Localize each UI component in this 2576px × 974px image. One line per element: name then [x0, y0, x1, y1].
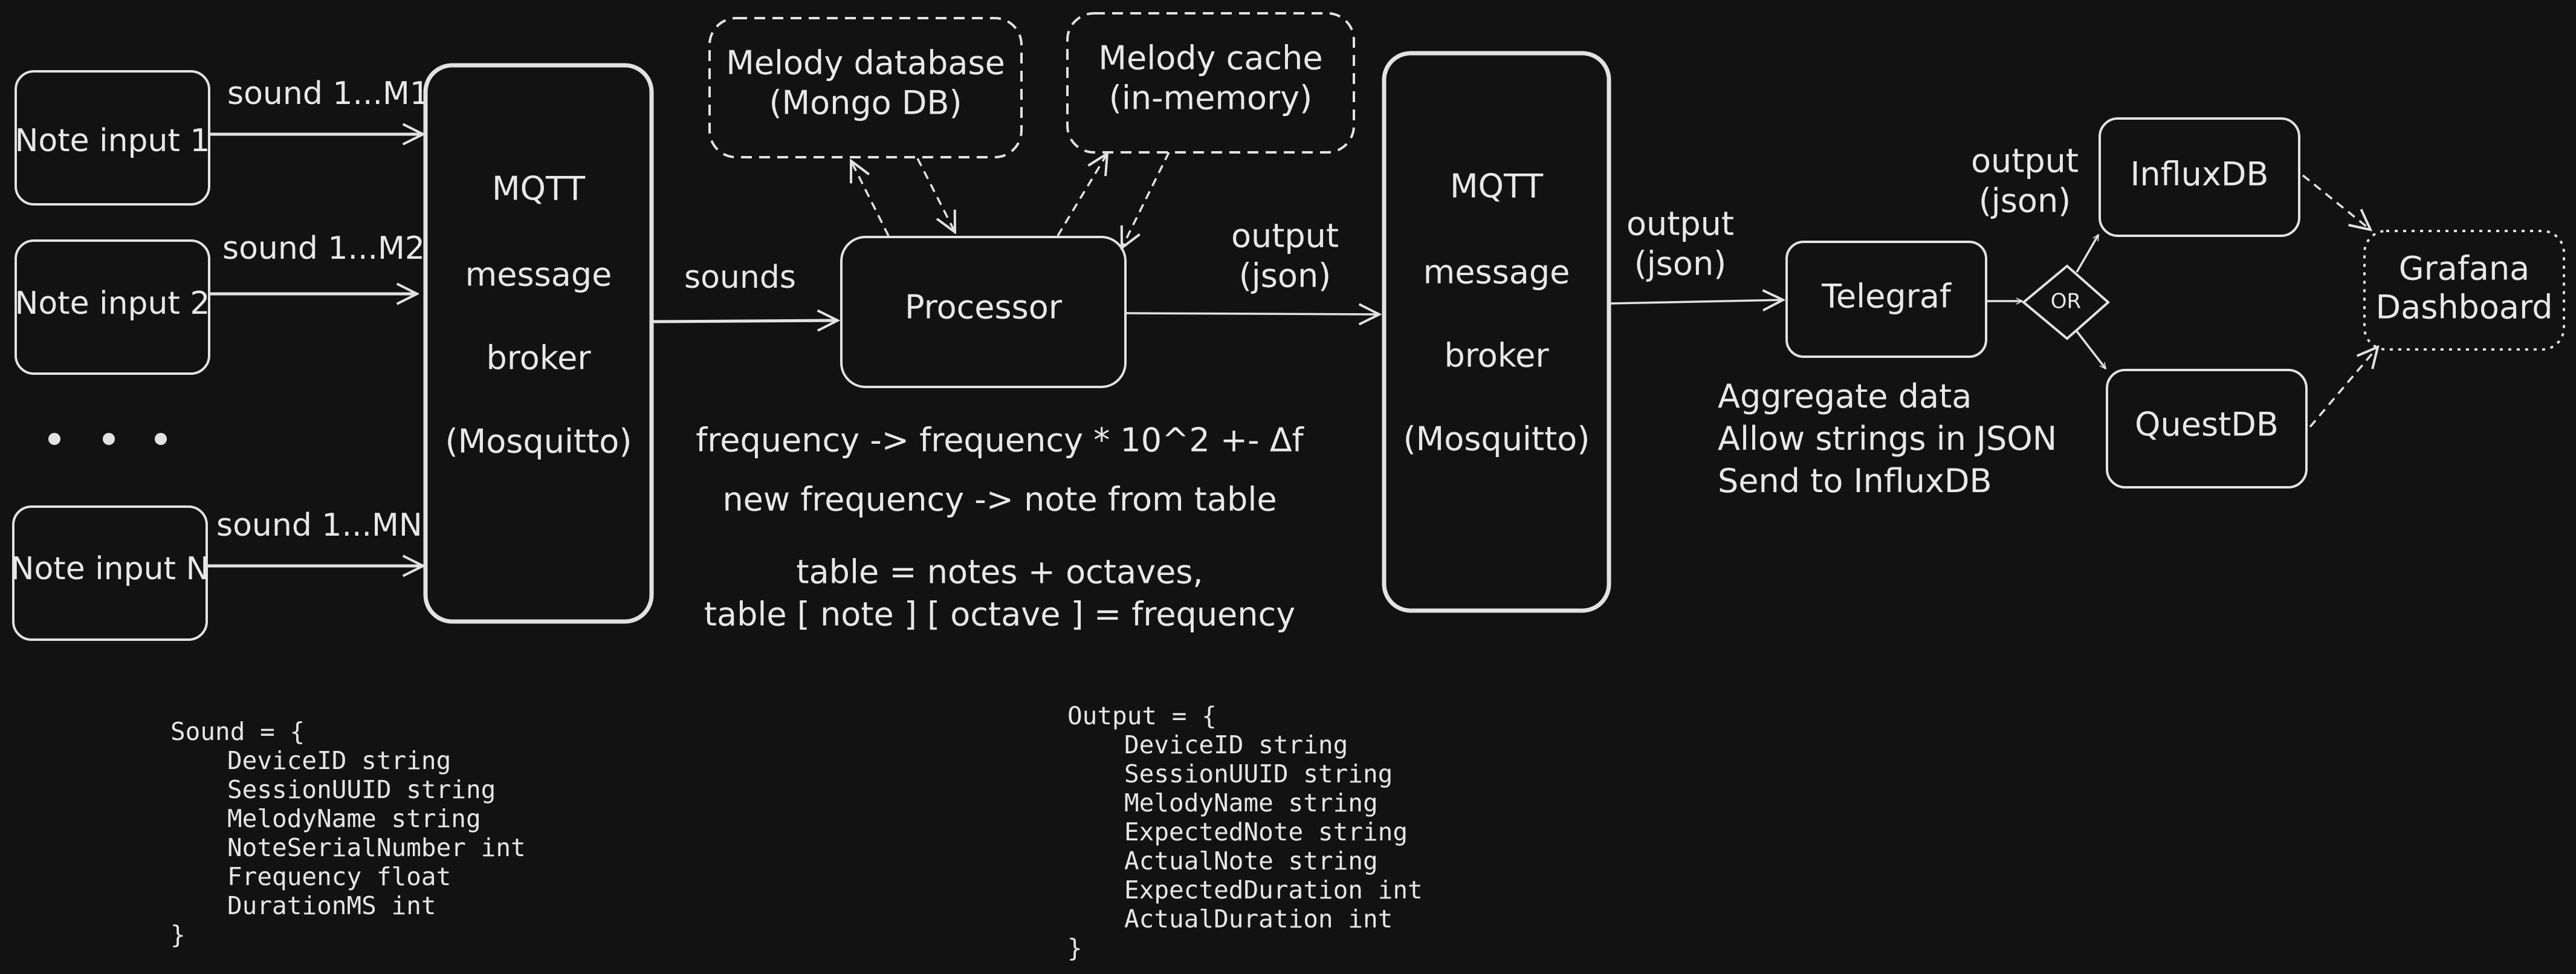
questdb-box [2106, 369, 2308, 489]
influxdb-box [2099, 117, 2300, 237]
output-field-melody-name: MelodyName string [1124, 788, 1378, 817]
mqtt-broker-left-line-1: MQTT [492, 170, 586, 208]
note-input-1-box [15, 70, 210, 206]
telegraf-note-2: Allow strings in JSON [1718, 420, 2057, 458]
processor-box [840, 236, 1127, 388]
mqtt-broker-right-line-2: message [1423, 253, 1570, 291]
processor-output-label-1: output [1231, 217, 1339, 255]
or-gate-diamond [2021, 264, 2111, 340]
arrow-processor-to-cache [1057, 154, 1107, 236]
mqtt-broker-left-line-2: message [465, 256, 612, 294]
processor-label: Processor [905, 288, 1063, 326]
melody-database-line-2: (Mongo DB) [769, 84, 962, 122]
arrow-processor-to-broker [1126, 313, 1379, 314]
arrow-input-1-label: sound 1...M1 [227, 76, 430, 112]
melody-cache-box [1066, 12, 1355, 154]
telegraf-box [1785, 241, 1987, 358]
output-field-session-uuid: SessionUUID string [1124, 759, 1393, 788]
output-struct-code: Output = { DeviceID string SessionUUID s… [1067, 701, 1423, 963]
telegraf-note-1: Aggregate data [1718, 377, 1972, 415]
output-struct-open: Output = { [1067, 701, 1217, 730]
mqtt-broker-right-line-4: (Mosquitto) [1403, 420, 1590, 458]
telegraf-label: Telegraf [1821, 278, 1952, 316]
melody-database-line-1: Melody database [726, 44, 1005, 82]
mqtt-broker-right-line-3: broker [1444, 337, 1549, 375]
arrow-input-n-label: sound 1...MN [216, 507, 422, 544]
note-input-2-box [15, 239, 210, 375]
sound-struct-open: Sound = { [170, 717, 305, 746]
output-field-actual-note: ActualNote string [1124, 846, 1378, 875]
sound-field-note-serial-number: NoteSerialNumber int [227, 833, 526, 862]
telegraf-input-label-2: (json) [1634, 245, 1727, 283]
mqtt-broker-left-line-3: broker [486, 339, 591, 377]
sound-struct-close: } [170, 920, 186, 949]
output-field-expected-note: ExpectedNote string [1124, 817, 1408, 846]
arrow-cache-to-processor [1122, 152, 1170, 248]
sound-field-device-id: DeviceID string [227, 746, 451, 775]
telegraf-note-3: Send to InfluxDB [1718, 462, 1992, 500]
arrow-influxdb-to-grafana [2302, 174, 2371, 230]
arrow-broker-to-telegraf [1610, 300, 1783, 304]
note-input-1-label: Note input 1 [15, 123, 210, 159]
output-field-expected-duration: ExpectedDuration int [1124, 875, 1423, 904]
grafana-line-2: Dashboard [2376, 288, 2553, 326]
mqtt-broker-right-line-1: MQTT [1450, 167, 1544, 206]
melody-cache-line-1: Melody cache [1098, 39, 1322, 77]
arrow-or-to-questdb [2076, 330, 2107, 369]
sound-field-session-uuid: SessionUUID string [227, 775, 496, 804]
arrow-or-to-influxdb [2076, 235, 2100, 273]
arrow-broker-to-processor [652, 320, 838, 322]
processor-note-2: new frequency -> note from table [722, 481, 1277, 519]
processor-note-3: table = notes + octaves, [796, 553, 1203, 591]
mqtt-broker-left-line-4: (Mosquitto) [445, 423, 632, 461]
note-input-n-box [12, 505, 208, 641]
ellipsis-dots [48, 433, 167, 445]
grafana-line-1: Grafana [2399, 250, 2530, 288]
sound-field-duration-ms: DurationMS int [227, 891, 436, 920]
grafana-dashboard-box [2363, 230, 2565, 351]
output-struct-close: } [1067, 933, 1083, 963]
arrow-processor-to-database [851, 161, 890, 236]
mqtt-broker-right-box [1382, 51, 1611, 613]
or-gate-label: OR [2051, 290, 2081, 314]
note-input-2-label: Note input 2 [15, 285, 210, 322]
arrow-input-2-label: sound 1...M2 [222, 230, 425, 267]
telegraf-input-label-1: output [1626, 205, 1734, 243]
influxdb-label: InfluxDB [2131, 155, 2269, 193]
melody-database-box [708, 17, 1023, 158]
influxdb-input-label-1: output [1971, 142, 2079, 180]
sound-field-melody-name: MelodyName string [227, 804, 481, 833]
processor-output-label-2: (json) [1239, 257, 1332, 295]
sounds-label: sounds [684, 259, 796, 296]
output-field-device-id: DeviceID string [1124, 730, 1348, 759]
sound-field-frequency: Frequency float [227, 862, 451, 891]
influxdb-input-label-2: (json) [1979, 182, 2071, 220]
processor-note-4: table [ note ] [ octave ] = frequency [704, 596, 1295, 634]
melody-cache-line-2: (in-memory) [1109, 79, 1312, 117]
processor-note-1: frequency -> frequency * 10^2 +- Δf [696, 421, 1304, 459]
arrow-questdb-to-grafana [2309, 347, 2378, 428]
sound-struct-code: Sound = { DeviceID string SessionUUID st… [170, 717, 526, 949]
note-input-n-label: Note input N [11, 551, 210, 587]
output-field-actual-duration: ActualDuration int [1124, 904, 1393, 933]
arrow-database-to-processor [916, 158, 955, 232]
questdb-label: QuestDB [2135, 406, 2279, 444]
mqtt-broker-left-box [423, 63, 654, 624]
